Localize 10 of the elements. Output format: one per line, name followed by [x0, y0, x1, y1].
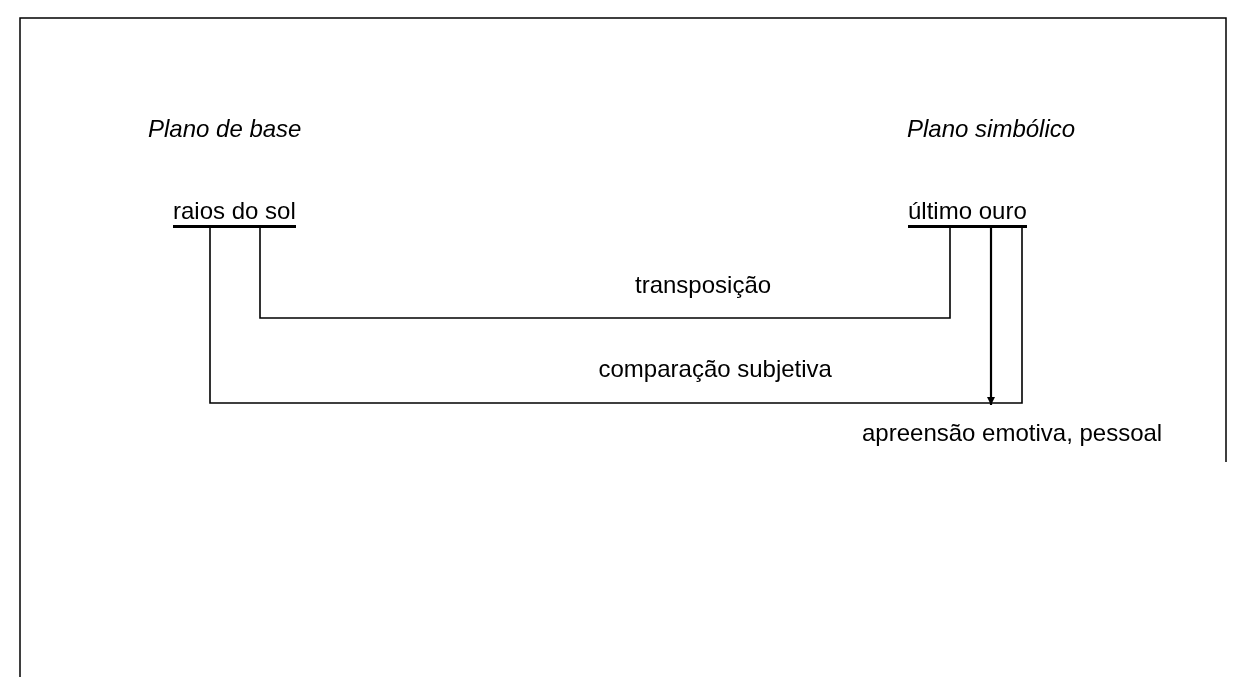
term-text: último ouro	[908, 197, 1027, 228]
plane-heading: Plano simbólico	[907, 115, 1076, 143]
arrow	[987, 228, 995, 405]
bracket-connector	[209, 227, 1023, 404]
plane-heading: Plano de base	[148, 115, 302, 143]
edge-label: comparação subjetiva	[598, 355, 832, 383]
bracket-connector	[259, 227, 951, 319]
edge-label: transposição	[635, 271, 772, 299]
term-text: apreensão emotiva, pessoal	[862, 405, 1163, 447]
term-text: raios do sol	[173, 197, 296, 228]
